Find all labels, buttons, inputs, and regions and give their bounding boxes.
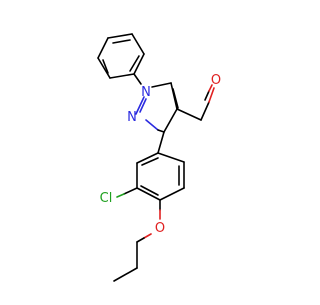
bond — [135, 96, 145, 115]
propoxy-chain — [113, 199, 161, 282]
bond — [176, 108, 202, 121]
bond — [109, 73, 135, 79]
bond — [123, 187, 138, 195]
bond — [157, 131, 165, 154]
pyrazole-ring — [135, 82, 179, 133]
bond — [129, 55, 140, 72]
bond — [136, 237, 145, 243]
bond — [200, 101, 210, 121]
bond — [116, 193, 125, 198]
bond — [107, 33, 133, 39]
atom-label-chlorine: Cl — [100, 191, 113, 206]
bond — [208, 87, 215, 103]
bond — [140, 185, 159, 196]
bond — [139, 98, 147, 113]
chloro-propoxy-phenyl-ring — [136, 152, 185, 201]
aldehyde-group — [176, 84, 215, 121]
atom-labels: N N O Cl O — [100, 73, 221, 236]
bond — [133, 73, 142, 85]
bond — [157, 129, 165, 133]
bond — [112, 39, 131, 44]
bond — [136, 187, 161, 201]
bond — [102, 59, 109, 74]
atom-label-n1: N — [141, 85, 151, 100]
bond — [131, 33, 145, 55]
bond — [151, 82, 172, 88]
bond — [97, 37, 109, 59]
bond — [143, 233, 152, 239]
bond — [97, 57, 111, 79]
atom-label-n2: N — [127, 110, 137, 125]
bond — [145, 119, 159, 131]
bond — [133, 53, 145, 75]
bond — [141, 157, 159, 166]
molecule-drawing: N N O Cl O — [97, 33, 221, 282]
bond — [136, 152, 159, 164]
bond — [208, 84, 213, 92]
bond — [172, 88, 179, 109]
bond — [157, 152, 185, 163]
structure-canvas: N N O Cl O — [97, 33, 221, 282]
bond — [170, 82, 178, 110]
bond — [204, 90, 210, 101]
atom-label-ether-oxygen: O — [155, 221, 165, 236]
bond — [163, 108, 178, 133]
bond — [159, 187, 185, 201]
phenyl-ring — [97, 33, 145, 79]
bond — [113, 267, 138, 282]
atom-label-aldehyde-oxygen: O — [211, 73, 221, 88]
